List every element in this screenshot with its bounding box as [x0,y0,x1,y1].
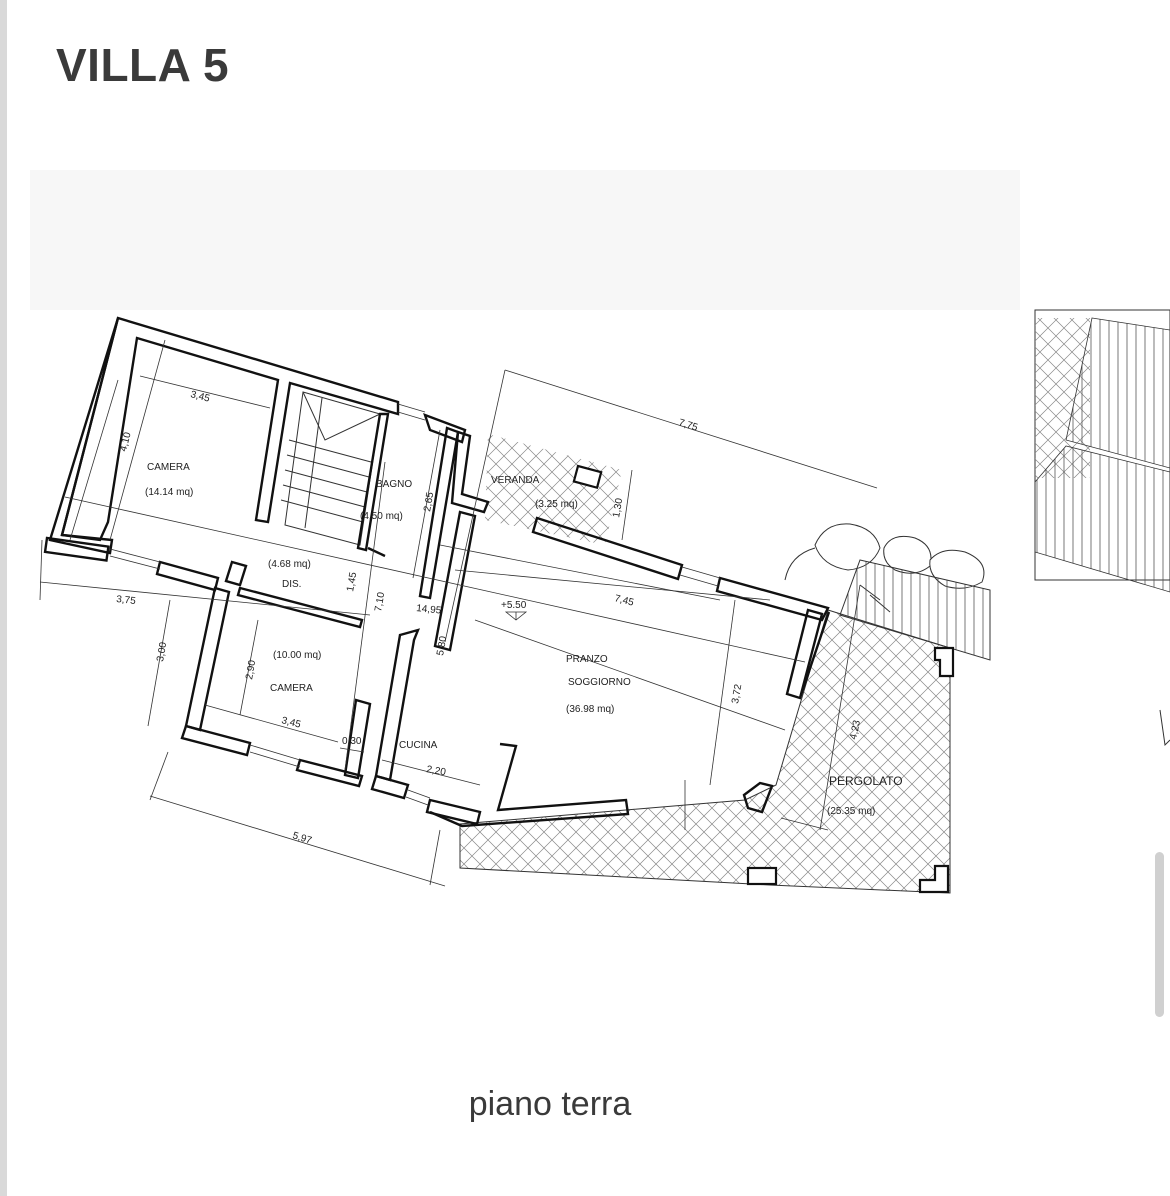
dim-14-95: 14,95 [416,603,442,617]
stair [280,391,381,546]
dim-7-75: 7,75 [677,417,699,433]
dim-3-75: 3,75 [116,594,137,607]
dim-3-00: 3,00 [155,641,169,663]
pergolato-area: (25.35 mq) [827,806,875,817]
sheet-shade [30,170,1020,310]
pergolato-label: PERGOLATO [829,774,903,788]
dis-label: DIS. [282,579,301,590]
dim-1-30: 1,30 [611,497,625,519]
camera-1-area: (14.14 mq) [145,487,193,498]
dim-4-10: 4,10 [118,431,133,453]
windows [109,403,721,806]
dim-3-45-bottom: 3,45 [280,715,302,730]
soggiorno-label: SOGGIORNO [568,677,631,688]
dim-1-45: 1,45 [345,571,359,593]
dim-7-45: 7,45 [613,593,635,608]
elevation-marker [504,611,528,621]
cucina-label: CUCINA [399,740,438,751]
floor-label: piano terra [468,1085,632,1123]
dim-2-65: 2,65 [422,491,436,513]
blocks [572,464,955,894]
elevation-label: +5.50 [501,600,527,611]
pergolato-hatch [459,609,951,894]
rocks [784,523,991,661]
camera-2-label: CAMERA [270,683,313,694]
bagno-area: (4.50 mq) [360,511,403,522]
veranda-label: VERANDA [491,475,540,486]
veranda-area: (3.25 mq) [535,499,578,510]
dim-2-20: 2,20 [425,764,447,778]
dis-area: (4.68 mq) [268,559,311,570]
dim-0-30: 0,30 [342,736,362,747]
dim-5-80: 5,80 [435,635,449,657]
camera-2-area: (10.00 mq) [273,650,321,661]
soggiorno-area: (36.98 mq) [566,704,614,715]
dim-4-23: 4,23 [848,719,863,741]
page-edge [0,0,7,1196]
veranda-hatch [485,434,622,545]
bagno-label: BAGNO [376,479,412,490]
dim-3-72: 3,72 [730,683,744,705]
walls [43,316,831,828]
camera-1-label: CAMERA [147,462,190,473]
page-title: VILLA 5 [56,39,230,91]
adjacent-building [1034,309,1170,747]
scroll-indicator[interactable] [1155,852,1164,1017]
dim-2-90: 2,90 [244,659,258,681]
pranzo-label: PRANZO [566,654,608,665]
dim-3-45-top: 3,45 [189,389,211,404]
dimension-lines [39,339,878,887]
dim-7-10: 7,10 [373,591,387,613]
dim-5-97: 5,97 [291,830,313,846]
